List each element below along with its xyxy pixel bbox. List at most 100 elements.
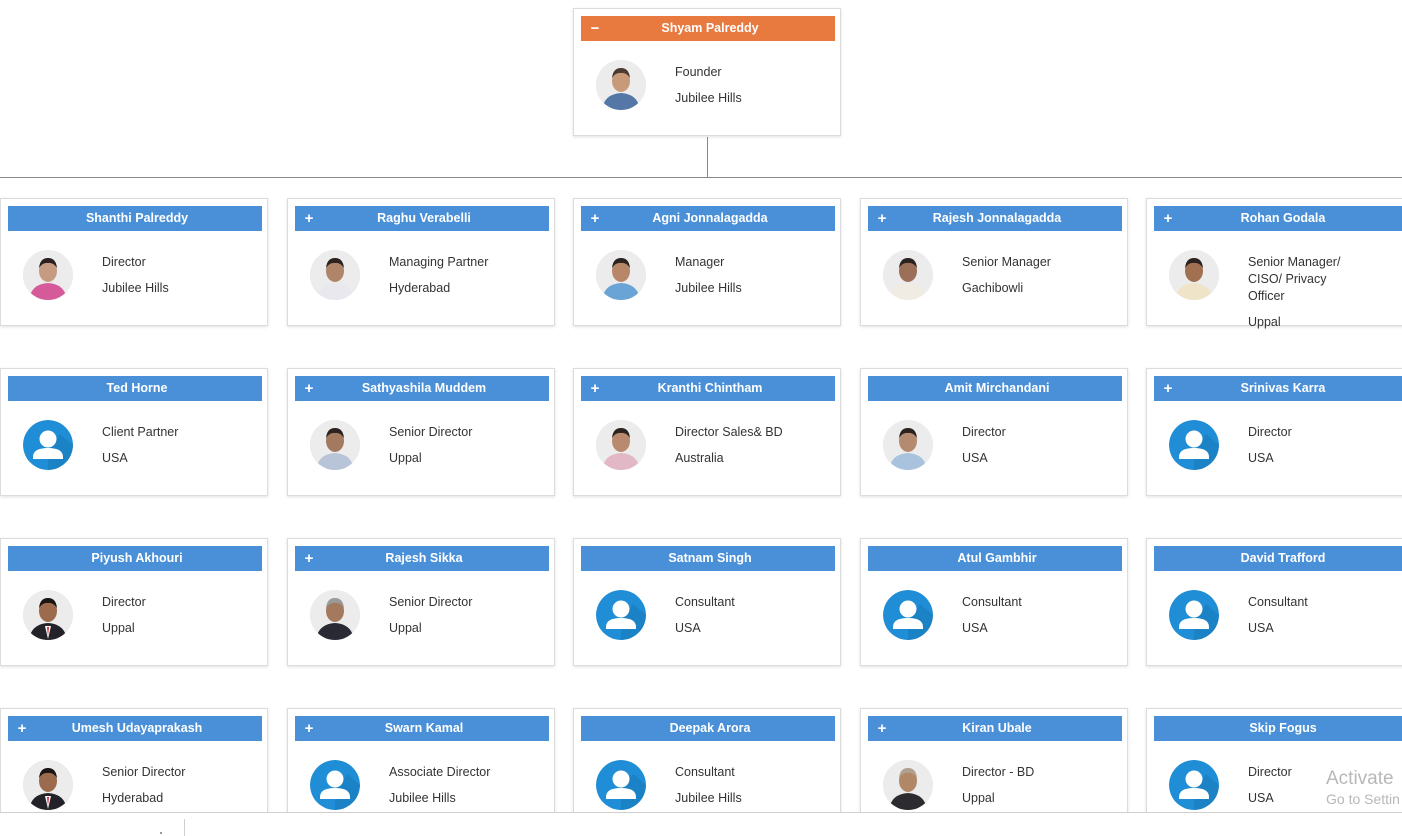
- node-location: Uppal: [389, 621, 422, 635]
- expand-icon[interactable]: +: [17, 720, 27, 737]
- default-user-avatar-icon: [23, 420, 73, 470]
- node-header[interactable]: + Rajesh Jonnalagadda: [868, 206, 1122, 231]
- node-header[interactable]: Atul Gambhir: [868, 546, 1122, 571]
- node-location: Uppal: [389, 451, 422, 465]
- watermark-line1: Activate: [1326, 768, 1394, 789]
- expand-icon[interactable]: [589, 716, 601, 741]
- node-name: Rajesh Jonnalagadda: [932, 211, 1062, 225]
- collapse-icon[interactable]: −: [590, 20, 600, 37]
- node-role: Senior Manager/ CISO/ Privacy Officer: [1248, 255, 1341, 303]
- expand-icon[interactable]: [589, 546, 601, 571]
- expand-icon[interactable]: +: [590, 210, 600, 227]
- node-location: Australia: [675, 451, 724, 465]
- node-header[interactable]: −Shyam Palreddy: [581, 16, 835, 41]
- profile-photo: [310, 250, 360, 300]
- expand-icon[interactable]: +: [304, 720, 314, 737]
- node-name: Kranthi Chintham: [657, 381, 763, 395]
- expand-icon[interactable]: [16, 546, 28, 571]
- expand-icon[interactable]: +: [1163, 380, 1173, 397]
- default-user-avatar-icon: [883, 590, 933, 640]
- node-location: Jubilee Hills: [102, 281, 169, 295]
- node-role: Consultant: [675, 765, 735, 779]
- node-header[interactable]: + Umesh Udayaprakash: [8, 716, 262, 741]
- node-header[interactable]: Piyush Akhouri: [8, 546, 262, 571]
- node-role: Consultant: [1248, 595, 1308, 609]
- node-location: Uppal: [102, 621, 135, 635]
- node-name: Sathyashila Muddem: [361, 381, 487, 395]
- expand-icon[interactable]: [876, 546, 888, 571]
- node-name: Raghu Verabelli: [377, 211, 471, 225]
- expand-icon[interactable]: [16, 376, 28, 401]
- node-role: Founder: [675, 65, 722, 79]
- root-connector-vertical: [707, 137, 708, 177]
- node-header[interactable]: +Kiran Ubale: [868, 716, 1122, 741]
- node-header[interactable]: + Srinivas Karra: [1154, 376, 1402, 401]
- node-role: Consultant: [675, 595, 735, 609]
- node-name: Umesh Udayaprakash: [71, 721, 203, 735]
- node-header[interactable]: + Rajesh Sikka: [295, 546, 549, 571]
- expand-icon[interactable]: [876, 376, 888, 401]
- expand-icon[interactable]: +: [1163, 210, 1173, 227]
- node-header[interactable]: Skip Fogus: [1154, 716, 1402, 741]
- node-header[interactable]: Ted Horne: [8, 376, 262, 401]
- node-role: Client Partner: [102, 425, 179, 439]
- node-name: Srinivas Karra: [1240, 381, 1326, 395]
- node-location: Uppal: [1248, 315, 1281, 329]
- node-role: Manager: [675, 255, 725, 269]
- expand-icon[interactable]: +: [304, 380, 314, 397]
- expand-icon[interactable]: +: [877, 210, 887, 227]
- expand-icon[interactable]: +: [304, 550, 314, 567]
- node-header[interactable]: Satnam Singh: [581, 546, 835, 571]
- node-header[interactable]: + Raghu Verabelli: [295, 206, 549, 231]
- profile-photo: [1169, 250, 1219, 300]
- node-name: Rajesh Sikka: [385, 551, 463, 565]
- node-role: Director: [1248, 425, 1292, 439]
- expand-icon[interactable]: +: [877, 720, 887, 737]
- node-header[interactable]: +Swarn Kamal: [295, 716, 549, 741]
- expand-icon[interactable]: +: [304, 210, 314, 227]
- profile-photo: [596, 250, 646, 300]
- expand-icon[interactable]: [1162, 716, 1174, 741]
- node-name: Agni Jonnalagadda: [652, 211, 768, 225]
- expand-icon[interactable]: [16, 206, 28, 231]
- expand-icon[interactable]: +: [590, 380, 600, 397]
- node-location: USA: [962, 451, 988, 465]
- node-header[interactable]: + Kranthi Chintham: [581, 376, 835, 401]
- node-location: USA: [1248, 621, 1274, 635]
- expand-icon[interactable]: [1162, 546, 1174, 571]
- node-role: Director - BD: [962, 765, 1035, 779]
- node-name: Deepak Arora: [669, 721, 751, 735]
- node-header[interactable]: Amit Mirchandani: [868, 376, 1122, 401]
- node-header[interactable]: +Rohan Godala: [1154, 206, 1402, 231]
- default-user-avatar-icon: [596, 590, 646, 640]
- node-header[interactable]: Deepak Arora: [581, 716, 835, 741]
- node-header[interactable]: Shanthi Palreddy: [8, 206, 262, 231]
- node-name: Satnam Singh: [668, 551, 752, 565]
- node-header[interactable]: + Agni Jonnalagadda: [581, 206, 835, 231]
- node-header[interactable]: David Trafford: [1154, 546, 1402, 571]
- node-role: Senior Director: [389, 595, 473, 609]
- node-header[interactable]: + Sathyashila Muddem: [295, 376, 549, 401]
